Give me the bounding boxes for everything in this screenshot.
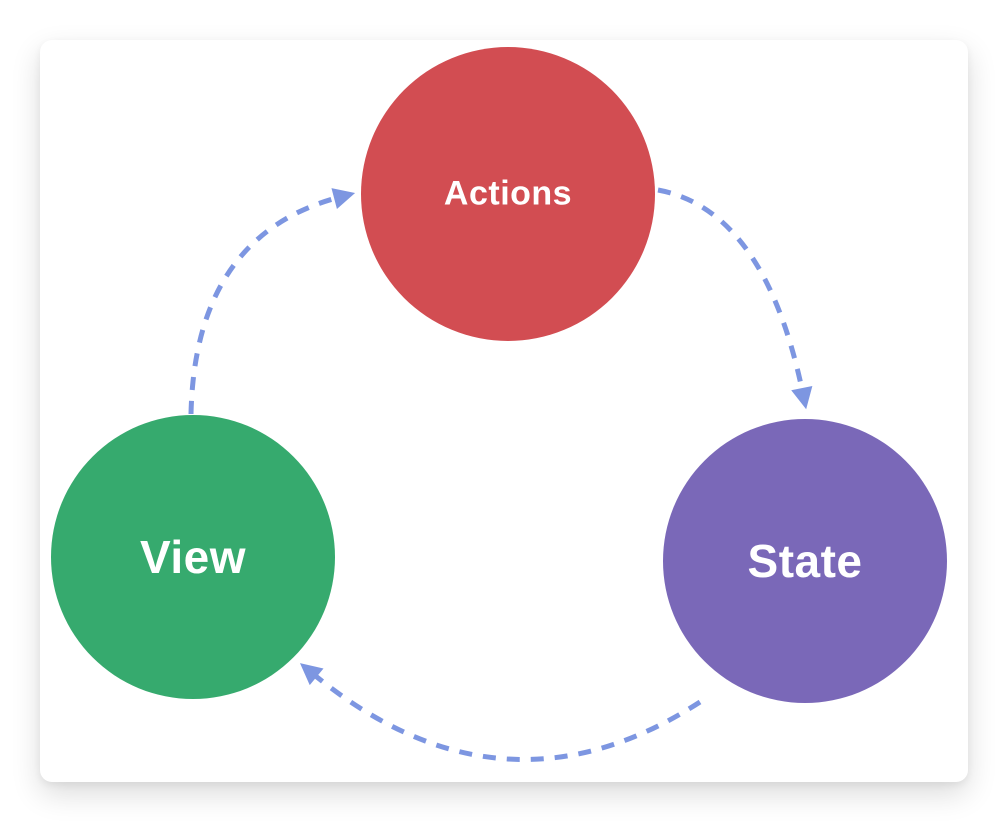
node-actions-circle [361, 47, 655, 341]
edge-state-to-view [299, 663, 702, 762]
node-label-state: State [747, 535, 863, 587]
cycle-diagram [51, 47, 947, 762]
node-state-circle [663, 419, 947, 703]
edge-view-to-actions [188, 188, 356, 415]
node-view-circle [51, 415, 335, 699]
edge-actions-to-state [657, 187, 813, 410]
node-label-actions: Actions [443, 174, 573, 213]
node-label-view: View [140, 531, 246, 583]
diagram-card: Actions View State [40, 40, 968, 782]
